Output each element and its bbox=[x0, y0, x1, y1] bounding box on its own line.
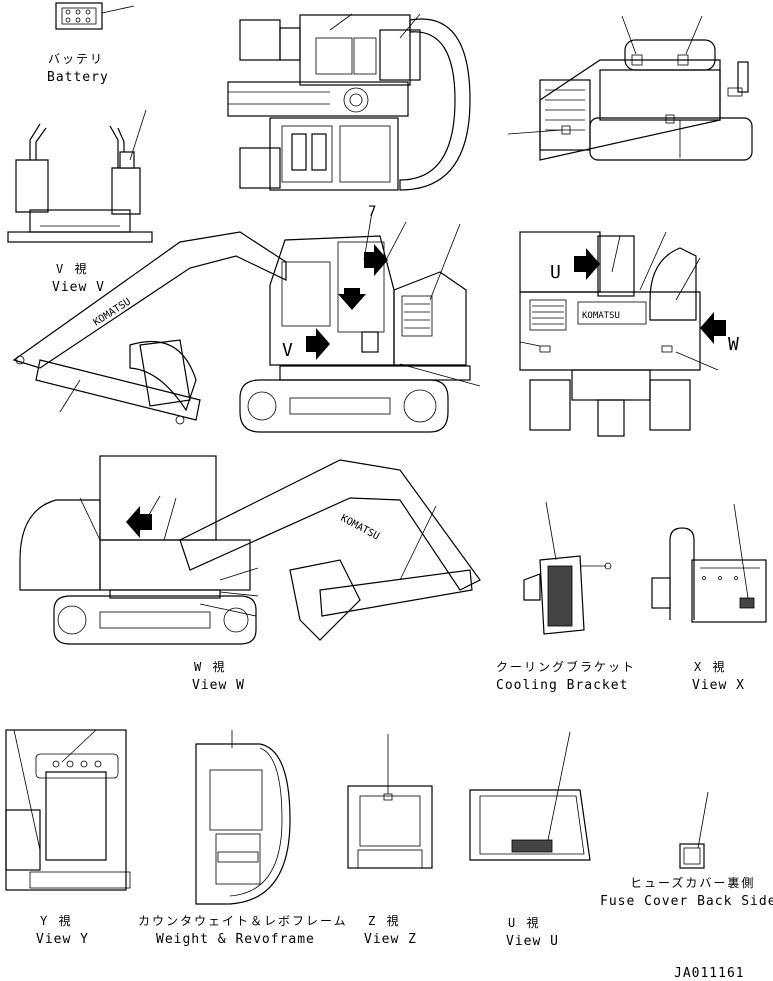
counterweight-brand-u: KOMATSU bbox=[582, 311, 620, 321]
callout-w: W bbox=[728, 334, 739, 355]
callout-seven: 7 bbox=[368, 204, 376, 220]
rear-view-top bbox=[507, 15, 753, 161]
view-y-label-jp: Y 視 bbox=[40, 914, 73, 928]
view-y-label-en: View Y bbox=[36, 932, 89, 947]
view-x-label-en: View X bbox=[692, 678, 745, 693]
view-z-label-en: View Z bbox=[364, 932, 417, 947]
battery-label-jp: バッテリ bbox=[48, 52, 105, 66]
view-w-label-en: View W bbox=[192, 678, 245, 693]
counterweight-label-jp: カウンタウェイト＆レボフレーム bbox=[138, 914, 348, 928]
cooling-bracket-detail bbox=[523, 501, 612, 635]
callout-v: V bbox=[282, 340, 293, 361]
cooling-bracket-label-jp: クーリングブラケット bbox=[496, 660, 637, 674]
boom-brand-v: KOMATSU bbox=[92, 296, 133, 328]
view-u-label-jp: U 視 bbox=[508, 916, 541, 930]
fuse-cover-detail bbox=[679, 791, 709, 869]
view-y-detail bbox=[5, 729, 131, 891]
view-u-detail bbox=[469, 731, 591, 861]
view-x-label-jp: X 視 bbox=[694, 660, 727, 674]
view-u-label-en: View U bbox=[506, 934, 559, 949]
view-w-label-jp: W 視 bbox=[194, 660, 227, 674]
view-w-machine bbox=[19, 455, 481, 645]
battery-label-en: Battery bbox=[47, 70, 109, 85]
counterweight-label-en: Weight & Revoframe bbox=[156, 932, 315, 947]
view-z-detail bbox=[347, 734, 433, 869]
view-z-label-jp: Z 視 bbox=[368, 914, 401, 928]
view-v-controls bbox=[7, 109, 153, 243]
fuse-cover-label-jp: ヒューズカバー裏側 bbox=[630, 876, 756, 890]
counterweight-detail bbox=[195, 730, 291, 905]
side-view-machine bbox=[12, 211, 481, 433]
view-v-label-en: View V bbox=[52, 280, 105, 295]
battery-detail bbox=[55, 2, 135, 30]
callout-u: U bbox=[550, 262, 561, 283]
view-x-detail bbox=[651, 503, 767, 623]
view-v-label-jp: V 視 bbox=[56, 262, 89, 276]
top-view-upper-structure bbox=[227, 13, 471, 191]
cooling-bracket-label-en: Cooling Bracket bbox=[496, 678, 629, 693]
fuse-cover-label-en: Fuse Cover Back Side bbox=[600, 894, 773, 909]
boom-brand-w: KOMATSU bbox=[339, 513, 381, 543]
front-view-machine bbox=[519, 231, 726, 437]
drawing-number: JA011161 bbox=[674, 966, 745, 981]
